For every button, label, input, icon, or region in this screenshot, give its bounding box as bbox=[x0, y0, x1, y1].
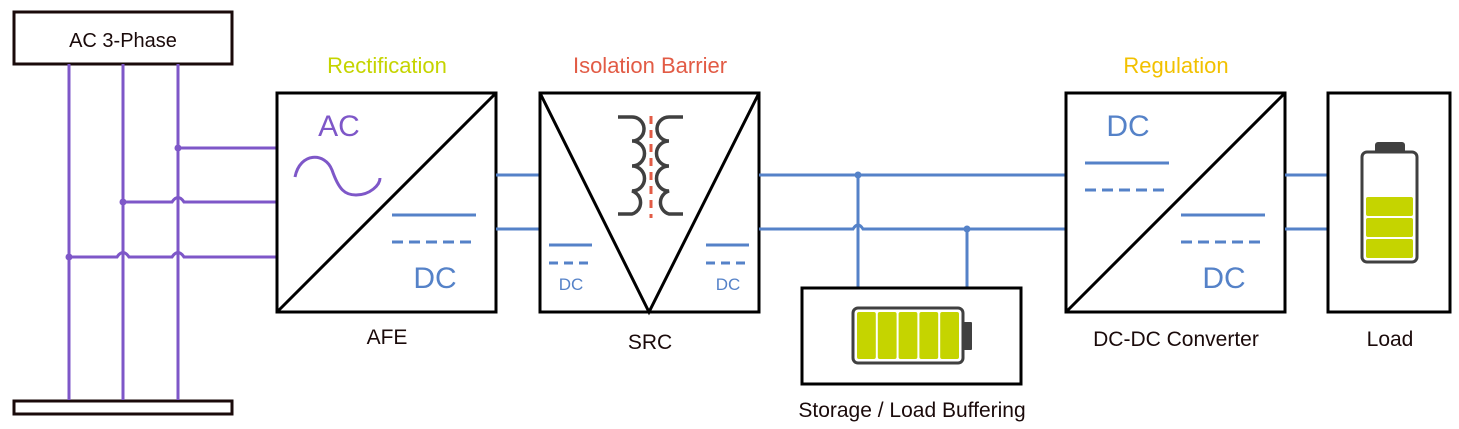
ac-source-box bbox=[12, 10, 234, 66]
ac-wires bbox=[67, 64, 276, 400]
dc-bus-negative bbox=[759, 223, 1066, 231]
afe-function-label: Rectification bbox=[327, 53, 447, 78]
battery-terminal bbox=[963, 322, 972, 350]
ac-phase-b-tap bbox=[123, 196, 276, 204]
battery-cell bbox=[919, 312, 939, 359]
secondary-coil bbox=[654, 115, 683, 216]
src-name: SRC bbox=[628, 331, 672, 354]
afe-name: AFE bbox=[367, 326, 408, 349]
load-block: Load bbox=[1326, 91, 1452, 351]
ac-sine-icon bbox=[293, 155, 382, 197]
dc-junction-dots bbox=[854, 171, 971, 233]
battery-segment bbox=[1366, 218, 1413, 237]
battery-cell bbox=[877, 312, 897, 359]
battery-cells bbox=[857, 312, 959, 359]
dcdc-stage: Regulation DC DC DC-DC Converter bbox=[1064, 53, 1287, 351]
junction-dot bbox=[174, 144, 182, 152]
junction-dot bbox=[65, 253, 73, 261]
src-stage: Isolation Barrier DC DC SRC bbox=[538, 53, 761, 354]
battery-segment bbox=[1366, 239, 1413, 258]
dcdc-name: DC-DC Converter bbox=[1093, 328, 1259, 351]
junction-dot bbox=[119, 198, 127, 206]
dc-link-afe-src bbox=[496, 173, 540, 231]
storage-battery-icon bbox=[851, 306, 972, 365]
dcdc-diagonal bbox=[1064, 91, 1287, 314]
dc-bus-main bbox=[759, 173, 1066, 288]
dcdc-function-label: Regulation bbox=[1123, 53, 1228, 78]
battery-cell bbox=[898, 312, 918, 359]
src-output-type: DC bbox=[716, 275, 741, 294]
afe-stage: Rectification AC DC AFE bbox=[275, 53, 498, 349]
afe-input-type: AC bbox=[318, 110, 360, 143]
junction-dot bbox=[854, 171, 862, 179]
junction-dot bbox=[963, 225, 971, 233]
src-function-label: Isolation Barrier bbox=[573, 53, 727, 78]
storage-block: Storage / Load Buffering bbox=[798, 286, 1026, 422]
dc-link-dcdc-load bbox=[1285, 173, 1328, 231]
battery-segments bbox=[1366, 197, 1413, 258]
ac-phase-a-tap bbox=[69, 251, 276, 259]
load-battery-icon bbox=[1360, 142, 1419, 264]
transformer-icon bbox=[618, 115, 683, 216]
load-label: Load bbox=[1367, 328, 1414, 351]
load-box bbox=[1326, 91, 1452, 314]
afe-output-type: DC bbox=[413, 262, 456, 295]
afe-diagonal bbox=[275, 91, 498, 314]
dcdc-input-type: DC bbox=[1106, 110, 1149, 143]
dcdc-output-type: DC bbox=[1202, 262, 1245, 295]
battery-segment bbox=[1366, 197, 1413, 216]
ac-source: AC 3-Phase bbox=[12, 10, 234, 66]
battery-cell bbox=[857, 312, 876, 359]
ac-bus-bar bbox=[12, 399, 234, 416]
storage-label: Storage / Load Buffering bbox=[798, 399, 1025, 422]
src-v-shape bbox=[538, 92, 761, 316]
ac-source-label: AC 3-Phase bbox=[69, 30, 177, 52]
ac-junction-dots bbox=[65, 144, 182, 261]
battery-cell bbox=[940, 312, 959, 359]
primary-coil bbox=[618, 115, 647, 216]
src-input-type: DC bbox=[559, 275, 584, 294]
